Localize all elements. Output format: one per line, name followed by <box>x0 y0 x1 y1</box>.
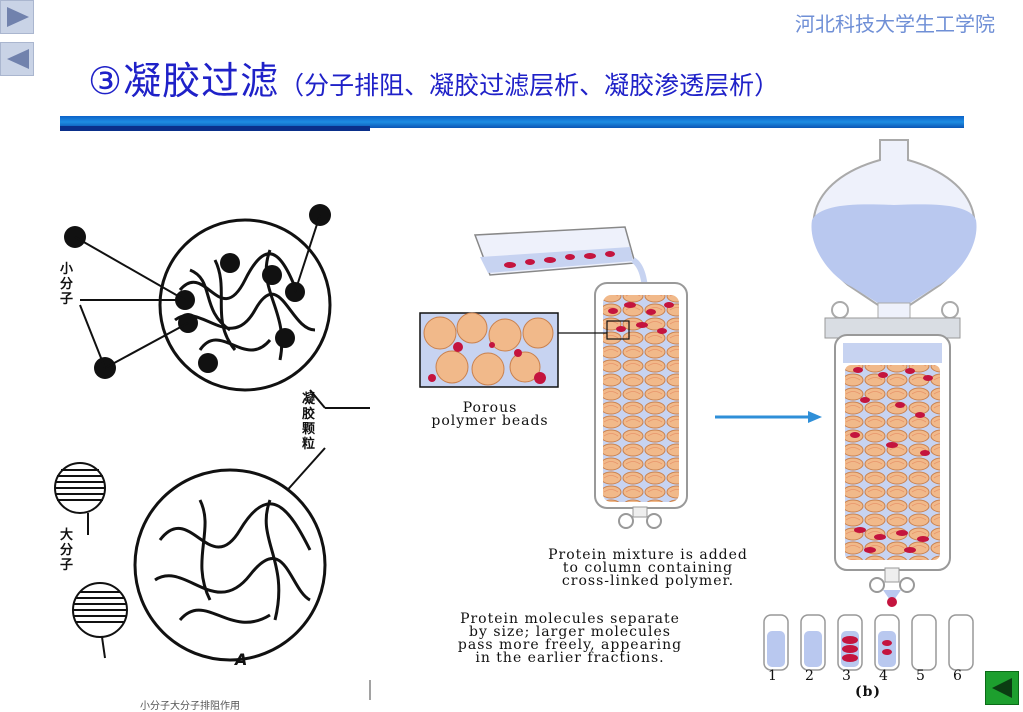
buffer-reservoir-funnel <box>811 139 977 322</box>
title-main: ③凝胶过滤 <box>88 59 280 103</box>
bead-magnification-inset <box>419 312 607 388</box>
process-arrow <box>715 411 822 423</box>
return-button[interactable] <box>985 671 1019 705</box>
fraction-tubes <box>763 614 974 671</box>
gel-exclusion-diagram: A <box>54 204 371 700</box>
play-right-icon <box>7 7 29 27</box>
large-molecule-label: 大分子 <box>60 528 74 573</box>
small-molecule-label: 小分子 <box>60 262 74 307</box>
beads-caption: Porous polymer beads <box>431 400 549 429</box>
school-name: 河北科技大学生工学院 <box>795 12 995 36</box>
step2-caption: Protein molecules separate by size; larg… <box>457 611 683 666</box>
column-separating <box>824 317 961 607</box>
figure-caption-cropped: 小分子大分子排阻作用 <box>140 701 240 712</box>
fraction-label: 5 <box>916 668 926 684</box>
large-molecules <box>54 462 128 659</box>
title-underline <box>60 116 964 131</box>
panel-a-label: A <box>233 650 247 669</box>
fraction-label: 1 <box>768 668 778 684</box>
fraction-label: 3 <box>842 668 852 684</box>
next-slide-button[interactable] <box>0 0 34 34</box>
fraction-label: 4 <box>879 668 889 684</box>
play-left-icon <box>7 49 29 69</box>
fraction-label: 6 <box>953 668 963 684</box>
slide-title: ③凝胶过滤（分子排阻、凝胶过滤层析、凝胶渗透层析） <box>88 50 779 105</box>
gel-particle-label: 凝胶颗粒 <box>302 392 316 452</box>
title-subtitle: （分子排阻、凝胶过滤层析、凝胶渗透层析） <box>279 71 780 100</box>
gel-filtration-column-diagram <box>419 139 977 671</box>
previous-slide-button[interactable] <box>0 42 34 76</box>
panel-b-label: (b) <box>854 684 882 700</box>
play-left-icon <box>992 678 1012 698</box>
pouring-beaker <box>473 226 649 301</box>
gel-particle-excluding <box>133 468 327 662</box>
step1-caption: Protein mixture is added to column conta… <box>548 547 748 589</box>
column-loading <box>594 282 688 529</box>
fraction-label: 2 <box>805 668 815 684</box>
